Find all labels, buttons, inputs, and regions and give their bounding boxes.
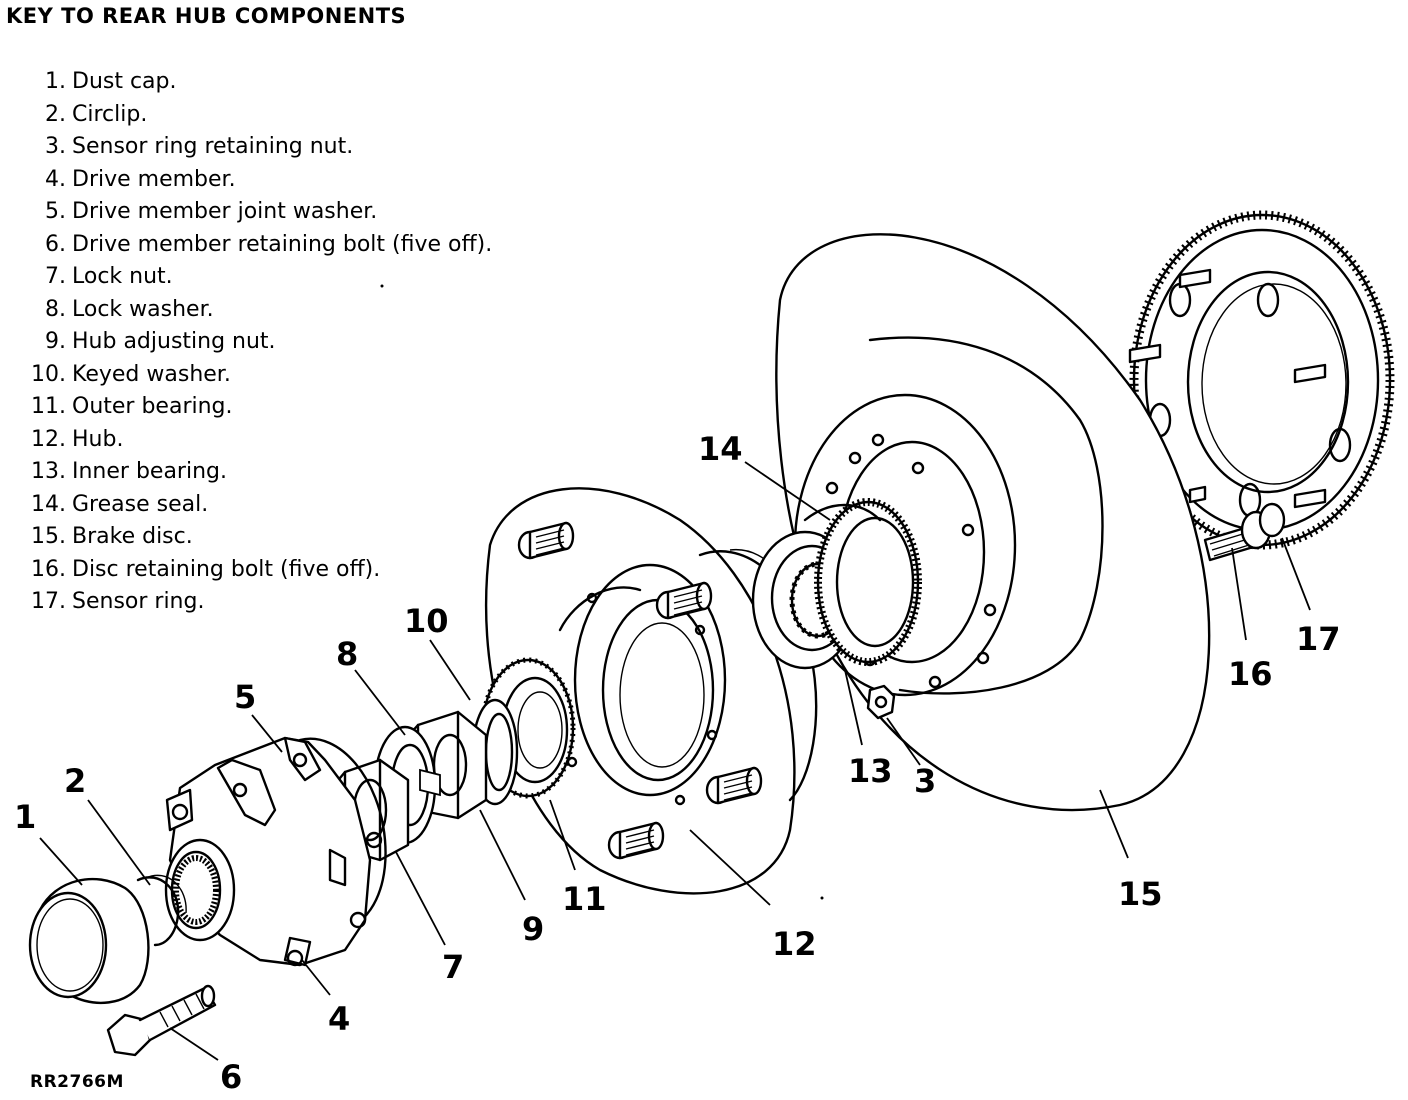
key-item: 12.Hub. [14, 424, 492, 457]
key-text: Drive member. [72, 166, 236, 192]
callout-8: 8 [336, 635, 358, 673]
key-item: 15.Brake disc. [14, 521, 492, 554]
key-number: 16. [31, 556, 66, 582]
key-item: 14.Grease seal. [14, 489, 492, 522]
key-text: Inner bearing. [72, 459, 227, 484]
callout-7: 7 [442, 948, 464, 986]
key-text: Lock washer. [72, 296, 214, 322]
key-number: 13. [31, 459, 66, 484]
callout-5: 5 [234, 678, 256, 716]
callout-17: 17 [1296, 620, 1341, 658]
key-item: 4.Drive member. [14, 164, 492, 197]
key-number: 8. [45, 296, 66, 322]
key-number: 12. [31, 426, 66, 452]
key-text: Lock nut. [72, 264, 173, 289]
key-number: 1. [45, 69, 66, 94]
callout-16: 16 [1228, 655, 1273, 693]
hub [484, 487, 818, 895]
callout-3: 3 [914, 762, 936, 800]
key-item: 16.Disc retaining bolt (five off). [14, 554, 492, 587]
key-item: 10.Keyed washer. [14, 359, 492, 392]
key-item: 1.Dust cap. [14, 66, 492, 99]
key-item: 17.Sensor ring. [14, 586, 492, 619]
key-text: Keyed washer. [72, 361, 231, 387]
key-item: 11.Outer bearing. [14, 391, 492, 424]
callout-13: 13 [848, 752, 893, 790]
callout-6: 6 [220, 1058, 242, 1096]
key-text: Sensor ring retaining nut. [72, 134, 354, 159]
key-number: 9. [45, 329, 66, 354]
key-number: 14. [31, 491, 66, 517]
key-text: Dust cap. [72, 69, 177, 94]
key-item: 7.Lock nut. [14, 261, 492, 294]
callout-4: 4 [328, 1000, 350, 1038]
key-number: 7. [45, 264, 66, 289]
components-key-list: 1.Dust cap. 2.Circlip. 3.Sensor ring ret… [14, 66, 492, 619]
key-item: 8.Lock washer. [14, 294, 492, 327]
key-text: Sensor ring. [72, 589, 205, 614]
key-text: Brake disc. [72, 524, 193, 549]
sensor-ring [1128, 210, 1395, 550]
key-number: 5. [45, 199, 66, 224]
key-text: Grease seal. [72, 491, 209, 517]
grease-seal [803, 498, 922, 666]
callout-11: 11 [562, 880, 607, 918]
sensor-ring-retaining-nut [866, 684, 896, 720]
key-number: 15. [31, 524, 66, 549]
key-text: Circlip. [72, 101, 148, 127]
callout-15: 15 [1118, 875, 1163, 913]
key-item: 5.Drive member joint washer. [14, 196, 492, 229]
callout-leader-lines [39, 461, 1311, 1061]
disc-retaining-bolt [1203, 502, 1286, 562]
dust-cap [28, 877, 150, 1005]
page-title: KEY TO REAR HUB COMPONENTS [6, 4, 407, 28]
callout-14: 14 [698, 430, 743, 468]
callout-1: 1 [14, 798, 36, 836]
callout-2: 2 [64, 762, 86, 800]
key-text: Drive member joint washer. [72, 199, 378, 224]
key-text: Disc retaining bolt (five off). [72, 556, 381, 582]
drive-member-retaining-bolt [106, 984, 217, 1057]
key-item: 3.Sensor ring retaining nut. [14, 131, 492, 164]
key-text: Drive member retaining bolt (five off). [72, 231, 493, 257]
callout-12: 12 [772, 925, 817, 963]
key-number: 10. [31, 361, 66, 387]
key-number: 17. [31, 589, 66, 614]
key-item: 2.Circlip. [14, 99, 492, 132]
key-item: 6.Drive member retaining bolt (five off)… [14, 229, 492, 262]
key-number: 6. [45, 231, 66, 257]
callout-10: 10 [404, 602, 449, 640]
key-item: 9.Hub adjusting nut. [14, 326, 492, 359]
figure-reference-code: RR2766M [30, 1072, 124, 1092]
callout-9: 9 [522, 910, 544, 948]
key-item: 13.Inner bearing. [14, 456, 492, 489]
key-text: Hub. [72, 426, 124, 452]
drive-member [164, 736, 372, 967]
key-number: 4. [45, 166, 66, 192]
key-number: 2. [45, 101, 66, 127]
key-number: 3. [45, 134, 66, 159]
key-text: Hub adjusting nut. [72, 329, 276, 354]
key-number: 11. [31, 394, 66, 419]
key-text: Outer bearing. [72, 394, 233, 419]
circlip [136, 874, 187, 947]
